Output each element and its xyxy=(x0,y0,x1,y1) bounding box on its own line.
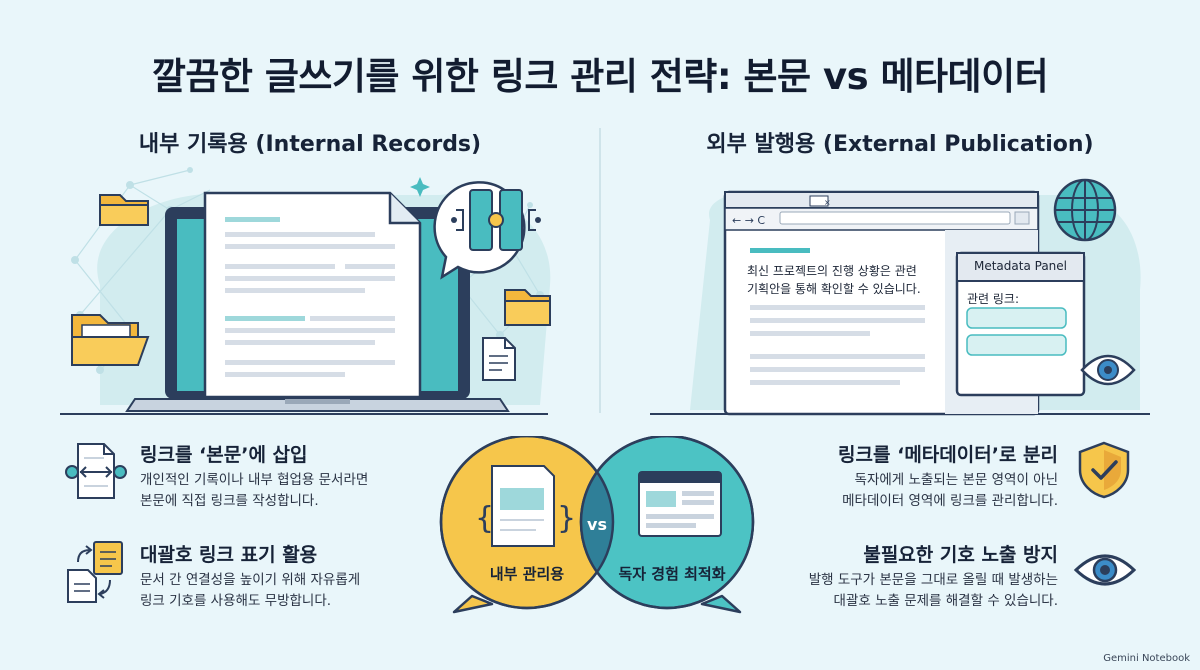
document-icon xyxy=(203,191,422,399)
feature-desc-prevent-symbols: 발행 도구가 본문을 그대로 올릴 때 발생하는 대괄호 노출 문제를 해결할 … xyxy=(740,570,1058,612)
browser-text-line: 최신 프로젝트의 진행 상황은 관련 xyxy=(747,264,917,278)
browser-text-line: 기획안을 통해 확인할 수 있습니다. xyxy=(747,282,921,296)
feature-desc-metadata-link: 독자에게 노출되는 본문 영역이 아닌 메타데이터 영역에 링크를 관리합니다. xyxy=(740,470,1058,512)
feature-desc-line: 발행 도구가 본문을 그대로 올릴 때 발생하는 xyxy=(808,572,1058,588)
watermark: Gemini Notebook xyxy=(1103,653,1190,664)
sparkle-icon xyxy=(410,177,430,197)
feature-desc-line: 링크 기호를 사용해도 무방합니다. xyxy=(140,593,332,609)
globe-icon xyxy=(1053,178,1117,242)
eye-icon xyxy=(1080,354,1136,386)
venn-left-label: 내부 관리용 xyxy=(490,565,564,583)
venn-diagram: { } vs 내부 관리용 독자 경험 최적화 xyxy=(439,436,755,614)
feature-desc-insert-link: 개인적인 기록이나 내부 협업용 문서라면 본문에 직접 링크를 작성합니다. xyxy=(140,470,368,512)
linked-nodes-icon xyxy=(433,181,541,280)
feature-desc-line: 메타데이터 영역에 링크를 관리합니다. xyxy=(842,493,1058,509)
link-insert-icon xyxy=(65,443,127,499)
metadata-panel xyxy=(955,251,1086,397)
venn-right-label: 독자 경험 최적화 xyxy=(618,565,725,583)
left-baseline xyxy=(60,413,548,415)
webpage-layout-icon xyxy=(638,471,722,537)
folder-icon-right xyxy=(504,289,551,326)
feature-title-bracket-links: 대괄호 링크 표기 활용 xyxy=(140,544,318,566)
section-divider xyxy=(599,128,601,413)
external-section-heading: 외부 발행용 (External Publication) xyxy=(706,132,1094,157)
feature-desc-line: 문서 간 연결성을 높이기 위해 자유롭게 xyxy=(140,572,361,588)
page-title: 깔끔한 글쓰기를 위한 링크 관리 전략: 본문 vs 메타데이터 xyxy=(151,55,1049,98)
feature-desc-line: 독자에게 노출되는 본문 영역이 아닌 xyxy=(854,472,1058,488)
svg-text:×: × xyxy=(824,198,831,207)
feature-title-prevent-symbols: 불필요한 기호 노출 방지 xyxy=(863,544,1058,566)
feature-desc-line: 본문에 직접 링크를 작성합니다. xyxy=(140,493,319,509)
left-bubble-tail xyxy=(452,594,494,614)
metadata-panel-label: 관련 링크: xyxy=(967,292,1020,306)
shield-check-icon xyxy=(1078,441,1130,499)
browser-body-text: 최신 프로젝트의 진행 상황은 관련 기획안을 통해 확인할 수 있습니다. xyxy=(747,262,921,298)
feature-title-insert-link: 링크를 ‘본문’에 삽입 xyxy=(140,444,308,466)
external-publication-illustration: × ← → C xyxy=(650,178,1150,416)
feature-desc-line: 대괄호 노출 문제를 해결할 수 있습니다. xyxy=(833,593,1058,609)
right-bubble-tail xyxy=(700,594,742,614)
feature-title-metadata-link: 링크를 ‘메타데이터’로 분리 xyxy=(838,444,1058,466)
internal-records-illustration xyxy=(71,167,551,412)
linked-documents-icon xyxy=(67,541,123,603)
venn-center-label: vs xyxy=(587,515,607,534)
folder-icon-top xyxy=(99,194,149,226)
internal-section-heading: 내부 기록용 (Internal Records) xyxy=(138,132,482,157)
svg-text:{: { xyxy=(475,501,494,536)
eye-icon xyxy=(1073,554,1137,586)
folder-icon-large xyxy=(71,314,150,366)
bracket-document-icon: { } xyxy=(475,465,576,547)
document-icon-small xyxy=(482,337,516,381)
svg-text:← → C: ← → C xyxy=(732,214,765,227)
feature-desc-bracket-links: 문서 간 연결성을 높이기 위해 자유롭게 링크 기호를 사용해도 무방합니다. xyxy=(140,570,360,612)
feature-desc-line: 개인적인 기록이나 내부 협업용 문서라면 xyxy=(140,472,369,488)
metadata-panel-title: Metadata Panel xyxy=(973,259,1067,273)
svg-text:}: } xyxy=(557,501,576,536)
